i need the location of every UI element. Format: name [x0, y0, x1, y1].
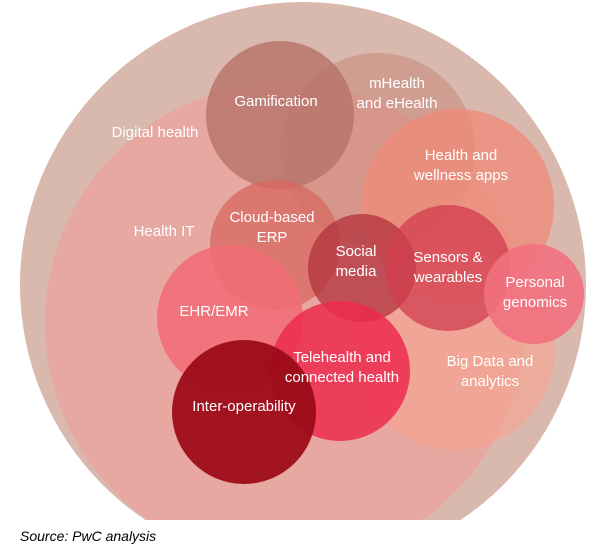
label-line: EHR/EMR — [179, 303, 248, 320]
label-health-wellness-apps: Health and wellness apps — [413, 147, 508, 184]
label-line: Health IT — [134, 223, 195, 240]
label-line: Social — [336, 243, 377, 260]
label-line: Inter-operability — [192, 398, 296, 415]
source-note: Source: PwC analysis — [20, 528, 157, 544]
label-line: Sensors & — [413, 249, 482, 266]
label-line: and eHealth — [357, 95, 438, 112]
label-health-it: Health IT — [134, 223, 195, 240]
label-gamification: Gamification — [234, 93, 317, 110]
label-line: Telehealth and — [293, 349, 391, 366]
label-line: media — [336, 263, 378, 280]
label-line: Big Data and — [447, 353, 534, 370]
label-mhealth-ehealth: mHealth and eHealth — [357, 75, 438, 112]
label-line: genomics — [503, 294, 567, 311]
label-sensors-wearables: Sensors & wearables — [413, 249, 483, 286]
bubble-social-media — [308, 214, 416, 322]
label-line: ERP — [257, 229, 288, 246]
label-personal-genomics: Personal genomics — [503, 274, 567, 311]
bubble-personal-genomics — [484, 244, 584, 344]
bubble-sensors-wearables — [385, 205, 511, 331]
label-interoperability: Inter-operability — [192, 398, 296, 415]
label-ehr-emr: EHR/EMR — [179, 303, 248, 320]
label-digital-health: Digital health — [112, 124, 199, 141]
circles-layer — [20, 2, 586, 520]
label-telehealth: Telehealth and connected health — [285, 349, 399, 386]
label-line: wearables — [413, 269, 482, 286]
label-big-data-analytics: Big Data and analytics — [447, 353, 534, 390]
label-line: mHealth — [369, 75, 425, 92]
label-social-media: Social media — [336, 243, 378, 280]
bubble-gamification — [206, 41, 354, 189]
label-line: analytics — [461, 373, 519, 390]
label-line: Gamification — [234, 93, 317, 110]
label-line: Personal — [505, 274, 564, 291]
label-line: Digital health — [112, 124, 199, 141]
label-line: Health and — [425, 147, 498, 164]
label-line: Cloud-based — [229, 209, 314, 226]
bubble-interoperability — [172, 340, 316, 484]
label-line: wellness apps — [413, 167, 508, 184]
label-line: connected health — [285, 369, 399, 386]
